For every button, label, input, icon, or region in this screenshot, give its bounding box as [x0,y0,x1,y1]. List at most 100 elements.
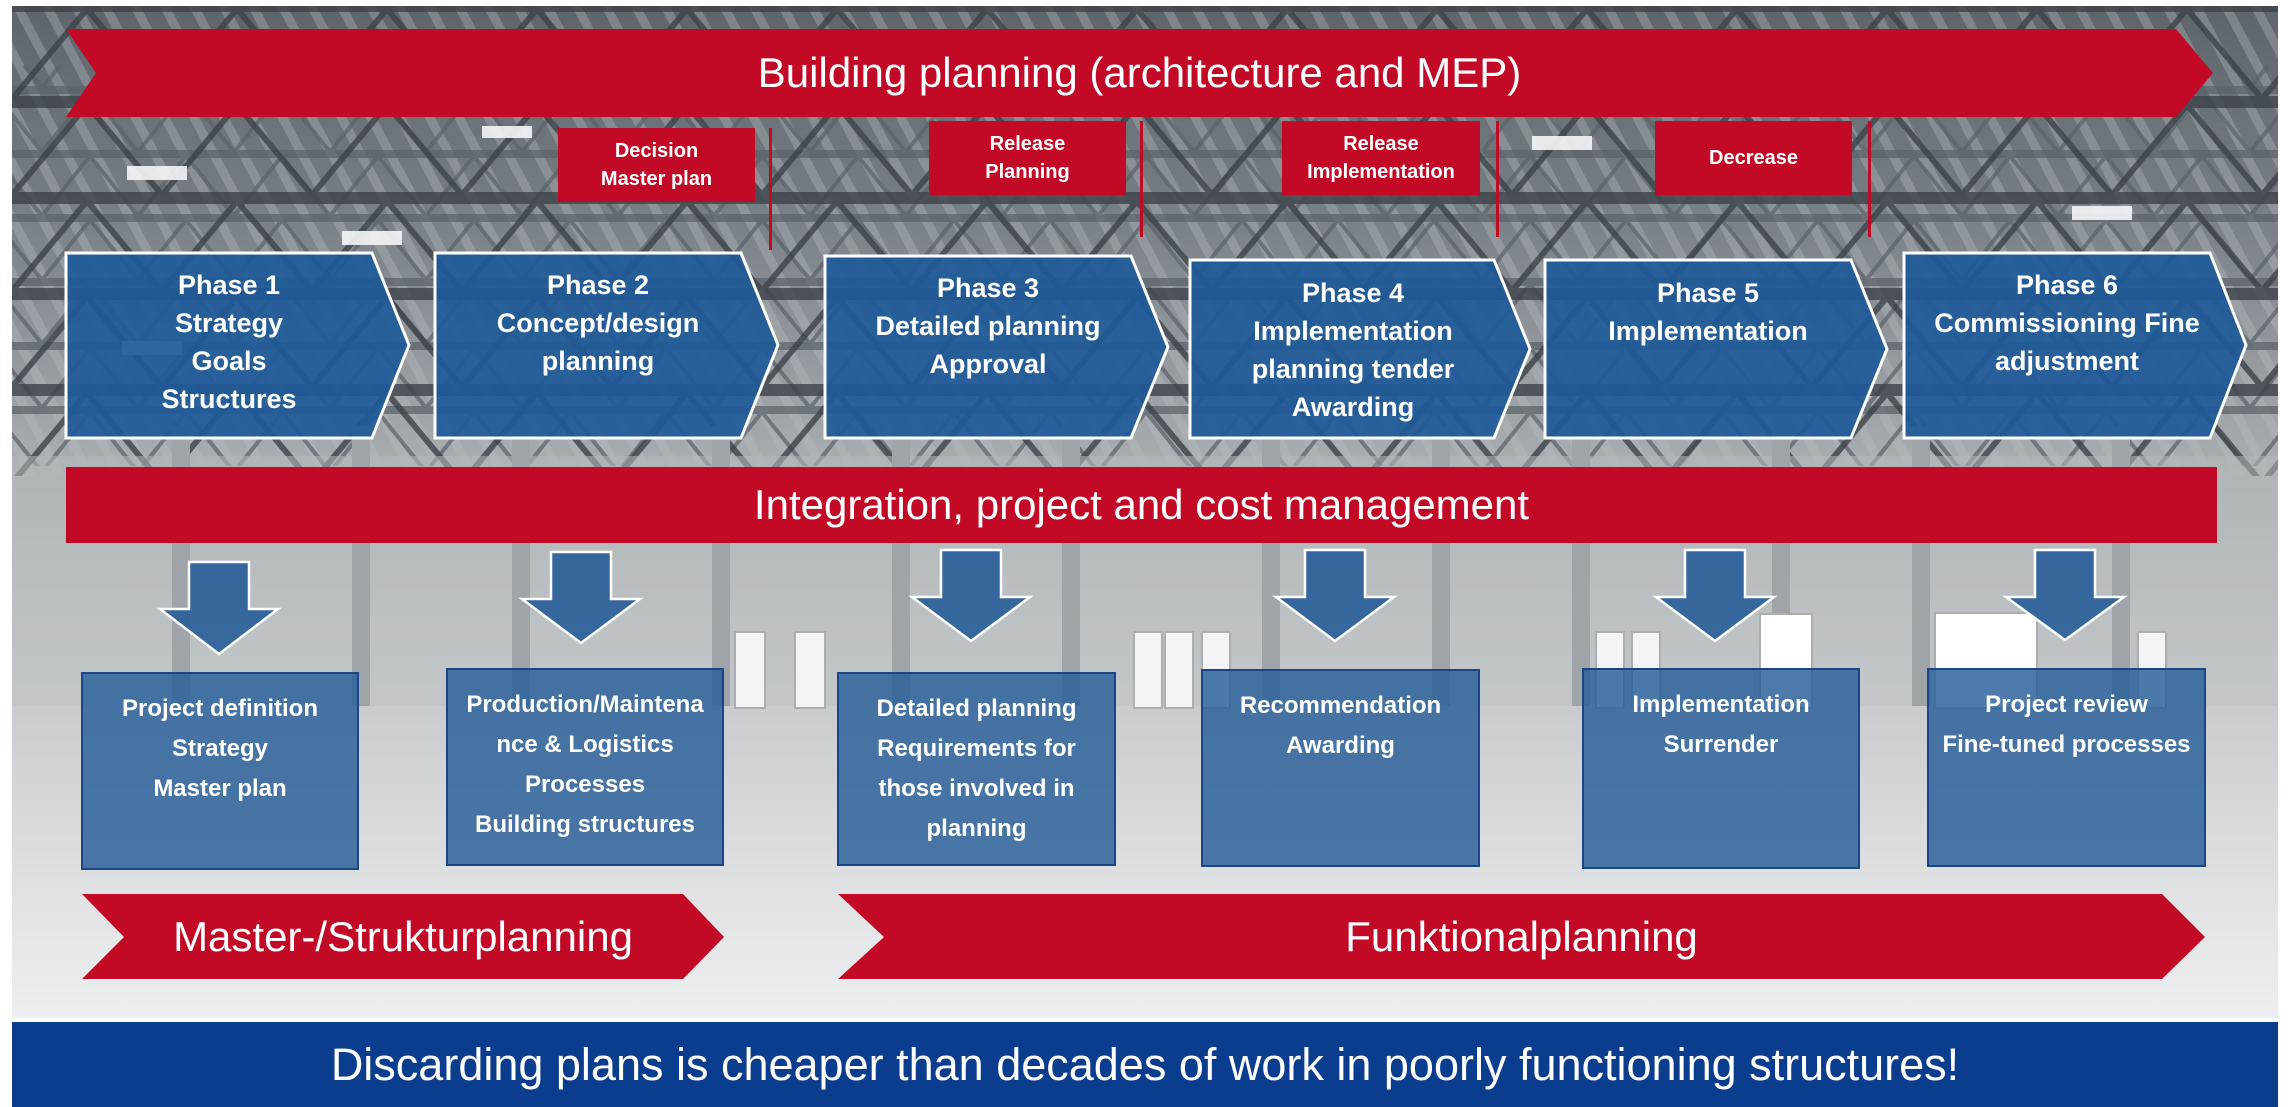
ceiling-light [342,231,402,245]
milestone-decrease: Decrease [1655,121,1852,195]
phase-line: planning [541,346,655,376]
phase-line: Detailed planning [875,311,1101,341]
phase-6-chevron [1902,251,2248,440]
phase-6-text: Phase 6 Commissioning Fine adjustment [1904,266,2230,380]
phase-5-chevron [1543,258,1889,440]
deliverable-box-5 [1582,668,1860,869]
down-arrow-icon [156,560,282,656]
milestone-label: Master plan [600,168,713,190]
phase-line: Concept/design [496,308,700,338]
phase-3-chevron [823,254,1170,440]
management-bar-label: Integration, project and cost management [753,481,1530,528]
deliverable-2-text: Production/Maintena nce & Logistics Proc… [447,685,723,845]
deliverable-4-text: Recommendation Awarding [1202,686,1479,766]
phase-title: Phase 2 [546,270,650,300]
phase-2-chevron [433,251,780,440]
deliverable-line: Production/Maintena [466,691,704,718]
deliverable-5-text: Implementation Surrender [1583,685,1859,765]
management-bar [66,467,2217,543]
stage-arrow-functional [838,894,2205,979]
milestone-label: Decrease [1709,147,1798,169]
ceiling-light [127,166,187,180]
phase-title: Phase 5 [1656,278,1760,308]
milestone-marker-line [769,128,772,250]
phase-line: Implementation [1253,316,1453,346]
milestone-marker-line [1140,121,1143,237]
deliverable-line: Recommendation [1239,692,1442,719]
door [794,631,826,709]
door [734,631,766,709]
down-arrow-icon [518,550,644,645]
milestone-label: Release [989,133,1066,155]
deliverable-box-6 [1927,668,2206,867]
deliverable-line: Surrender [1663,731,1779,758]
down-arrow-icon [1652,548,1778,643]
deliverable-line: those involved in [878,775,1075,802]
milestone-release-planning: Release Planning [929,121,1126,195]
deliverable-line: Project definition [121,695,318,722]
phase-4-chevron [1188,258,1532,440]
deliverable-line: nce & Logistics [496,731,674,758]
phase-1-text: Phase 1 Strategy Goals Structures [66,266,392,418]
deliverable-line: planning [926,815,1027,842]
ceiling-light [1532,136,1592,150]
down-arrow-icon [908,548,1034,643]
deliverable-box-3 [837,672,1116,866]
down-arrow-icon [1272,548,1398,643]
deliverable-box-4 [1201,669,1480,867]
phase-2-text: Phase 2 Concept/design planning [435,266,761,380]
milestone-marker-line [1868,121,1871,237]
phase-title: Phase 1 [177,270,281,300]
phase-1-chevron [64,251,411,440]
ceiling-lights [122,46,2132,355]
down-arrow-icon [2002,548,2128,642]
header-banner-arrow [66,29,2213,117]
ceiling-light [482,126,532,138]
stage-arrow-master [82,894,724,979]
deliverable-box-1 [81,672,359,870]
phase-title: Phase 4 [1301,278,1405,308]
phase-title: Phase 6 [2015,270,2119,300]
phase-line: adjustment [1994,346,2140,376]
phase-line: Approval [929,349,1047,379]
deliverable-6-text: Project review Fine-tuned processes [1928,685,2205,765]
phase-line: planning tender [1251,354,1455,384]
deliverable-line: Detailed planning [876,695,1077,722]
footer-banner [12,1022,2278,1107]
phase-title: Phase 3 [936,273,1040,303]
deliverable-3-text: Detailed planning Requirements for those… [838,689,1115,849]
phase-line: Awarding [1291,392,1415,422]
deliverable-line: Strategy [171,735,269,762]
ceiling-light [2072,206,2132,220]
milestone-release-implementation: Release Implementation [1282,121,1480,195]
header-banner-title: Building planning (architecture and MEP) [757,49,1522,96]
deliverable-line: Awarding [1286,732,1395,759]
stage-arrow-master-label: Master-/Strukturplanning [173,912,633,960]
deliverable-box-2 [446,668,724,866]
deliverable-line: Requirements for [877,735,1076,762]
milestone-label: Planning [985,161,1070,183]
phase-3-text: Phase 3 Detailed planning Approval [825,269,1151,383]
phase-line: Goals [191,346,267,376]
milestone-label: Decision [614,140,699,162]
stage-arrow-functional-label: Funktionalplanning [1345,912,1698,960]
milestone-marker-line [1496,121,1499,237]
milestone-decision: Decision Master plan [558,128,755,202]
deliverable-line: Processes [524,771,646,798]
door [1164,631,1194,709]
phase-5-text: Phase 5 Implementation [1545,274,1871,350]
phase-4-text: Phase 4 Implementation planning tender A… [1190,274,1516,426]
footer-message: Discarding plans is cheaper than decades… [330,1038,1960,1090]
deliverable-line: Master plan [153,775,287,802]
phase-line: Commissioning Fine [1934,308,2200,338]
milestone-label: Implementation [1307,161,1455,183]
phase-line: Structures [161,384,297,414]
door [1133,631,1163,709]
milestone-label: Release [1343,133,1419,155]
deliverable-line: Project review [1985,691,2148,718]
deliverable-line: Building structures [474,811,696,838]
phase-line: Implementation [1608,316,1808,346]
phase-line: Strategy [174,308,284,338]
